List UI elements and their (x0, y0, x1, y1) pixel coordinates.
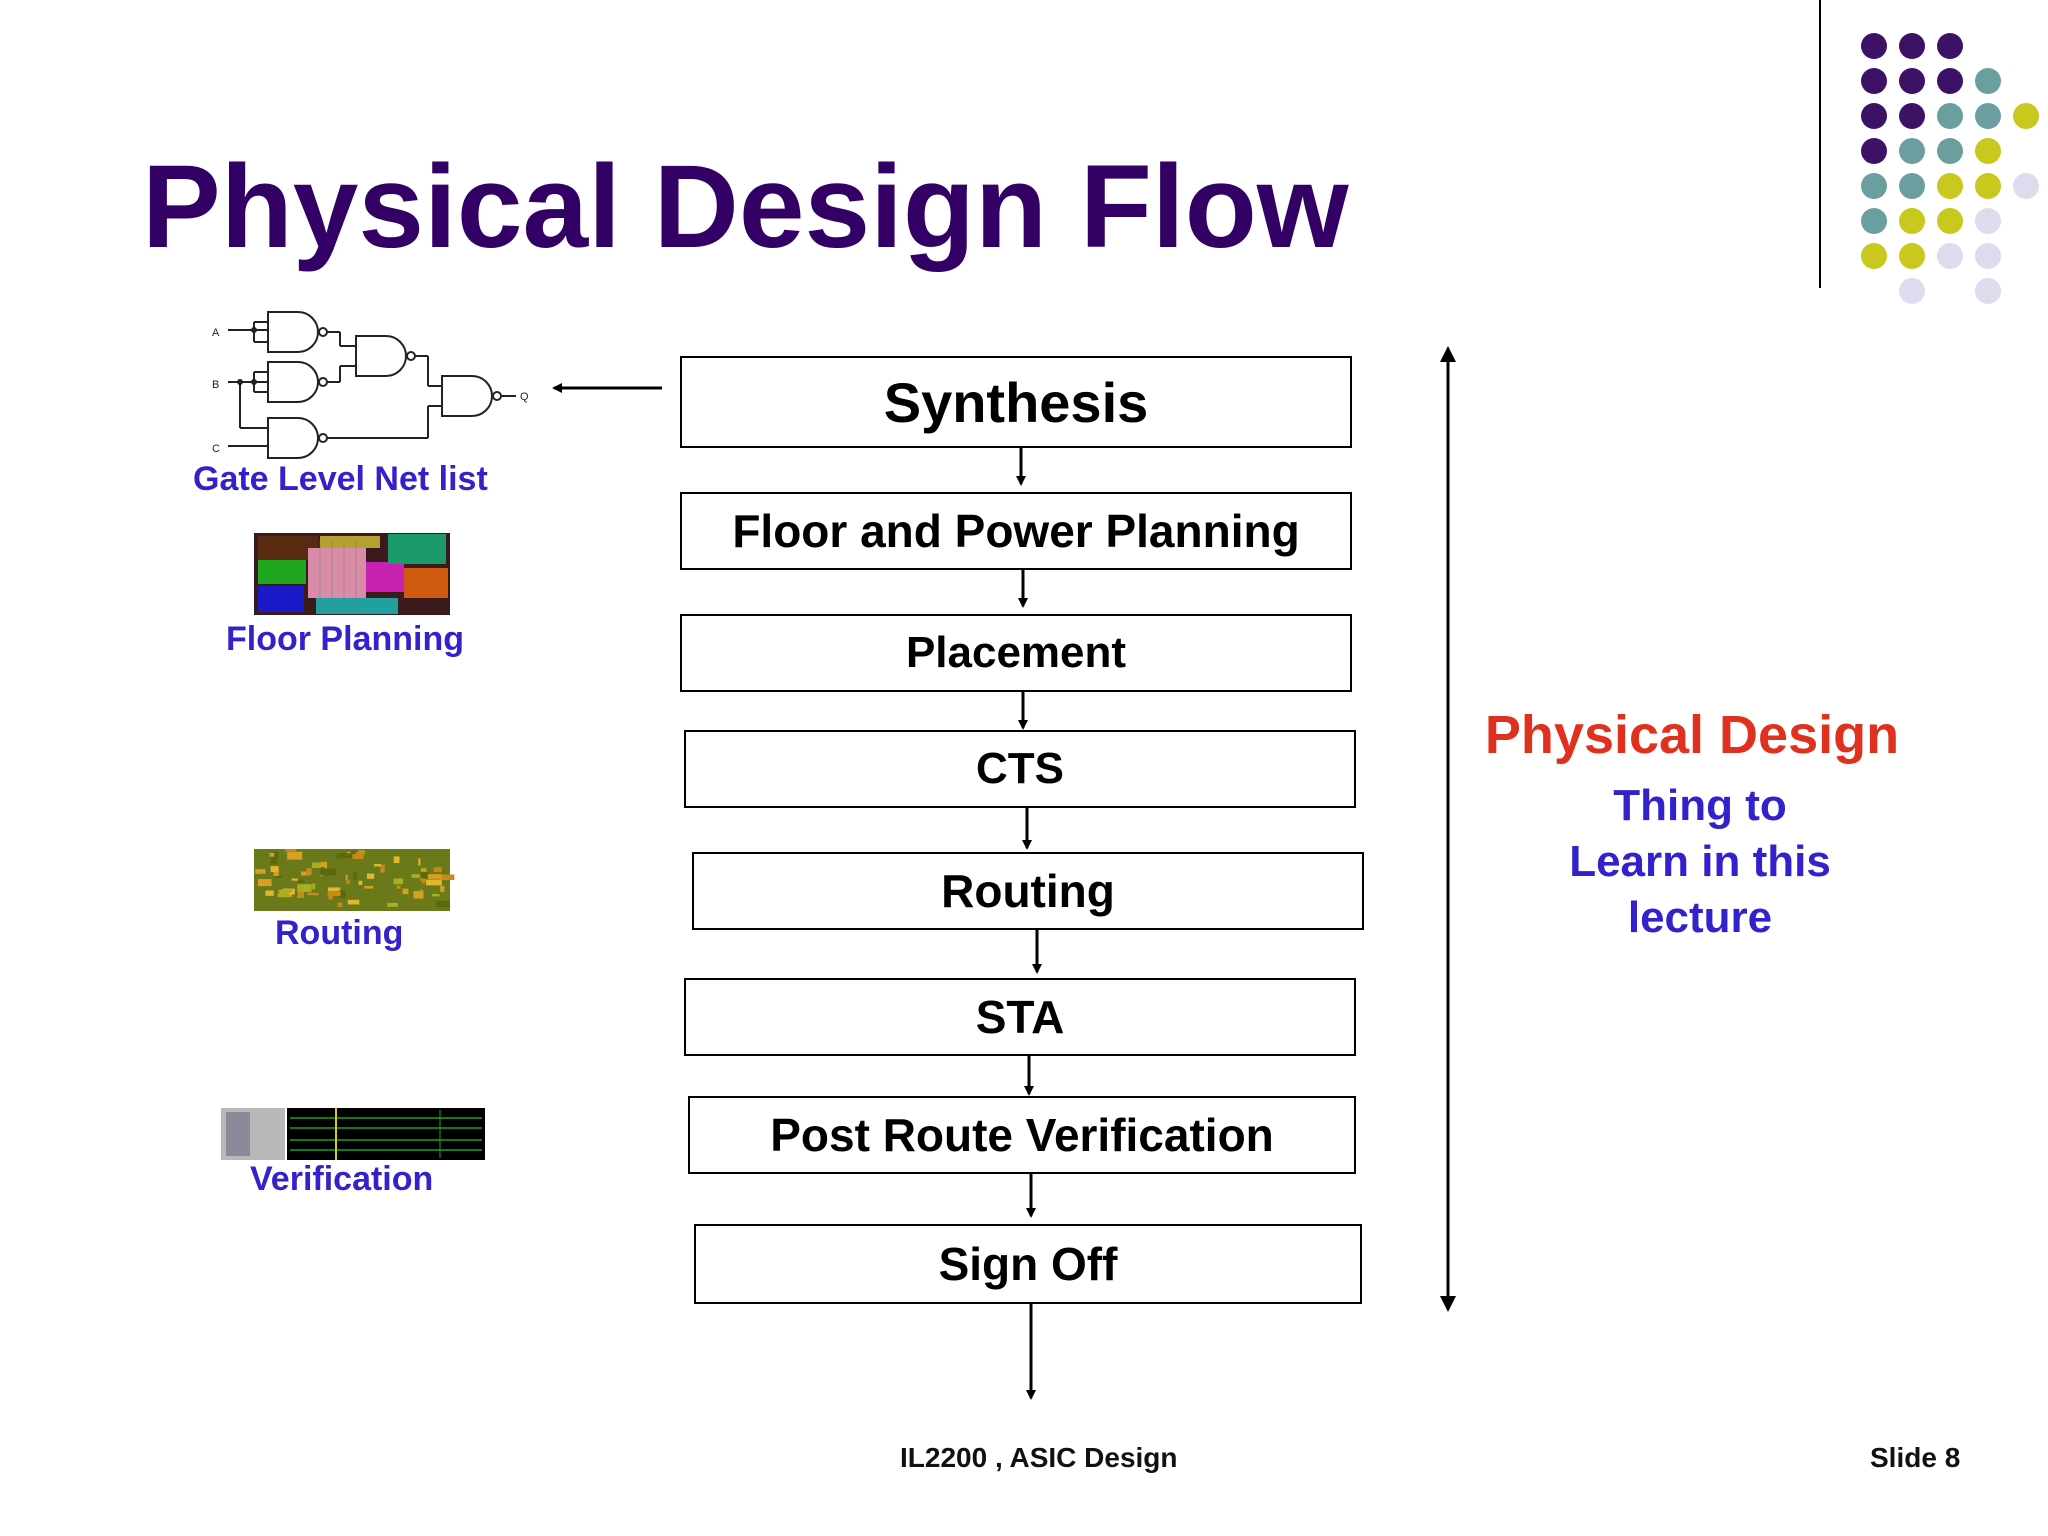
decor-dot (1899, 33, 1925, 59)
decor-dot (1937, 243, 1963, 269)
decor-dot (1899, 138, 1925, 164)
decor-dot (1937, 208, 1963, 234)
decor-dot (2013, 103, 2039, 129)
lecture-note-line-1: Thing to (1613, 781, 1787, 830)
step-synthesis: Synthesis (680, 356, 1352, 448)
step-sta: STA (684, 978, 1356, 1056)
decor-dot (1975, 68, 2001, 94)
decor-dot (2013, 173, 2039, 199)
decor-dot (1861, 173, 1887, 199)
step-sign-off: Sign Off (694, 1224, 1362, 1304)
nand-gate-3 (267, 417, 319, 459)
step-routing: Routing (692, 852, 1364, 930)
decor-dot (1899, 173, 1925, 199)
decor-dot (1899, 208, 1925, 234)
corner-dot-grid (1861, 33, 2039, 304)
nand-gate-1 (267, 311, 319, 353)
decor-dot (1975, 103, 2001, 129)
decor-dot (1899, 278, 1925, 304)
netlist-label: Gate Level Net list (193, 460, 488, 498)
nand-gate-4 (355, 335, 407, 377)
nand-gate-2 (267, 361, 319, 403)
decor-dot (1975, 173, 2001, 199)
step-placement: Placement (680, 614, 1352, 692)
verification-label: Verification (250, 1160, 434, 1198)
netlist-input-c: C (212, 443, 220, 455)
netlist-output-q: Q (520, 391, 529, 403)
step-post-route-verification: Post Route Verification (688, 1096, 1356, 1174)
decor-dot (1937, 138, 1963, 164)
decor-dot (1975, 208, 2001, 234)
decor-dot (1899, 103, 1925, 129)
decor-dot (1861, 138, 1887, 164)
step-floor-power-planning: Floor and Power Planning (680, 492, 1352, 570)
footer-slide-number: Slide 8 (1870, 1442, 1961, 1473)
footer-course: IL2200 , ASIC Design (900, 1442, 1178, 1473)
decor-dot (1937, 103, 1963, 129)
netlist-input-a: A (212, 327, 220, 339)
lecture-note: Thing to Learn in this lecture (1520, 778, 1880, 946)
lecture-note-line-2: Learn in this (1569, 837, 1831, 886)
span-arrowhead-up (1440, 346, 1456, 362)
decor-dot (1861, 68, 1887, 94)
decor-dot (1937, 33, 1963, 59)
decor-dot (1899, 243, 1925, 269)
decor-dot (1861, 103, 1887, 129)
nand-gate-5 (441, 375, 493, 417)
decor-dot (1937, 173, 1963, 199)
step-cts: CTS (684, 730, 1356, 808)
decor-dot (1861, 33, 1887, 59)
decor-dot (1937, 68, 1963, 94)
decor-dot (1861, 243, 1887, 269)
decor-dot (1975, 138, 2001, 164)
netlist-input-b: B (212, 379, 219, 391)
page-title: Physical Design Flow (142, 141, 1349, 273)
routing-label: Routing (275, 914, 404, 952)
decor-dot (1899, 68, 1925, 94)
physical-design-label: Physical Design (1484, 705, 1900, 765)
lecture-note-line-3: lecture (1627, 893, 1773, 942)
decor-dot (1861, 208, 1887, 234)
decor-dot (1975, 278, 2001, 304)
span-arrowhead-down (1440, 1296, 1456, 1312)
floorplan-label: Floor Planning (226, 620, 464, 658)
decor-dot (1975, 243, 2001, 269)
